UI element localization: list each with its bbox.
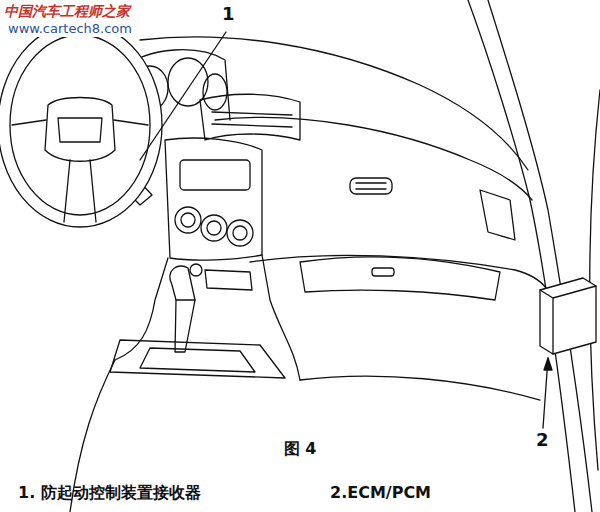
center-vent [212, 112, 292, 127]
hvac-knob [233, 226, 247, 240]
figure-caption: 图 4 [284, 440, 317, 458]
hvac-knob [201, 215, 227, 241]
steering-wheel [0, 23, 162, 227]
shift-lever [170, 266, 195, 352]
watermark: www.cartech8.com [8, 22, 132, 37]
floor [300, 376, 540, 400]
callout-number: 1 [222, 4, 235, 25]
shift-gate [110, 340, 285, 378]
glovebox-latch [372, 268, 394, 276]
dash-lower [250, 255, 546, 288]
ecm-box [540, 278, 596, 354]
console-tray [205, 270, 252, 290]
glovebox [300, 257, 500, 300]
console [262, 255, 300, 380]
steering-hub [58, 118, 102, 142]
hvac-knob [207, 221, 221, 235]
radio-panel [180, 160, 250, 190]
steering-hub [45, 98, 115, 162]
gauge [203, 74, 227, 110]
steering-spoke [12, 120, 148, 222]
dash-top [140, 37, 528, 170]
gauge [168, 58, 208, 106]
center-stack [165, 138, 262, 260]
leader-line [140, 32, 226, 160]
arrow-head [544, 358, 552, 370]
callout-number: 2 [536, 430, 549, 451]
watermark: 中国汽车工程师之家 [4, 3, 130, 19]
passenger-vent [356, 188, 386, 189]
switch [190, 264, 202, 276]
passenger-vent [350, 178, 392, 194]
part-name: 2.ECM/PCM [330, 484, 431, 502]
steering-wheel [10, 35, 150, 215]
console [115, 258, 168, 360]
center-vent [200, 94, 300, 140]
a-pillar [468, 0, 575, 512]
shift-gate [140, 348, 255, 372]
ecm-box [540, 286, 596, 354]
hvac-knob [227, 220, 253, 246]
hvac-knob [181, 213, 195, 227]
passenger-vent [356, 182, 386, 183]
hvac-knob [175, 207, 201, 233]
side-vent [480, 190, 515, 240]
shift-lever [176, 299, 195, 300]
door-edge [590, 90, 600, 470]
part-name: 1. 防起动控制装置接收器 [18, 484, 201, 502]
a-pillar-inner [488, 0, 592, 512]
